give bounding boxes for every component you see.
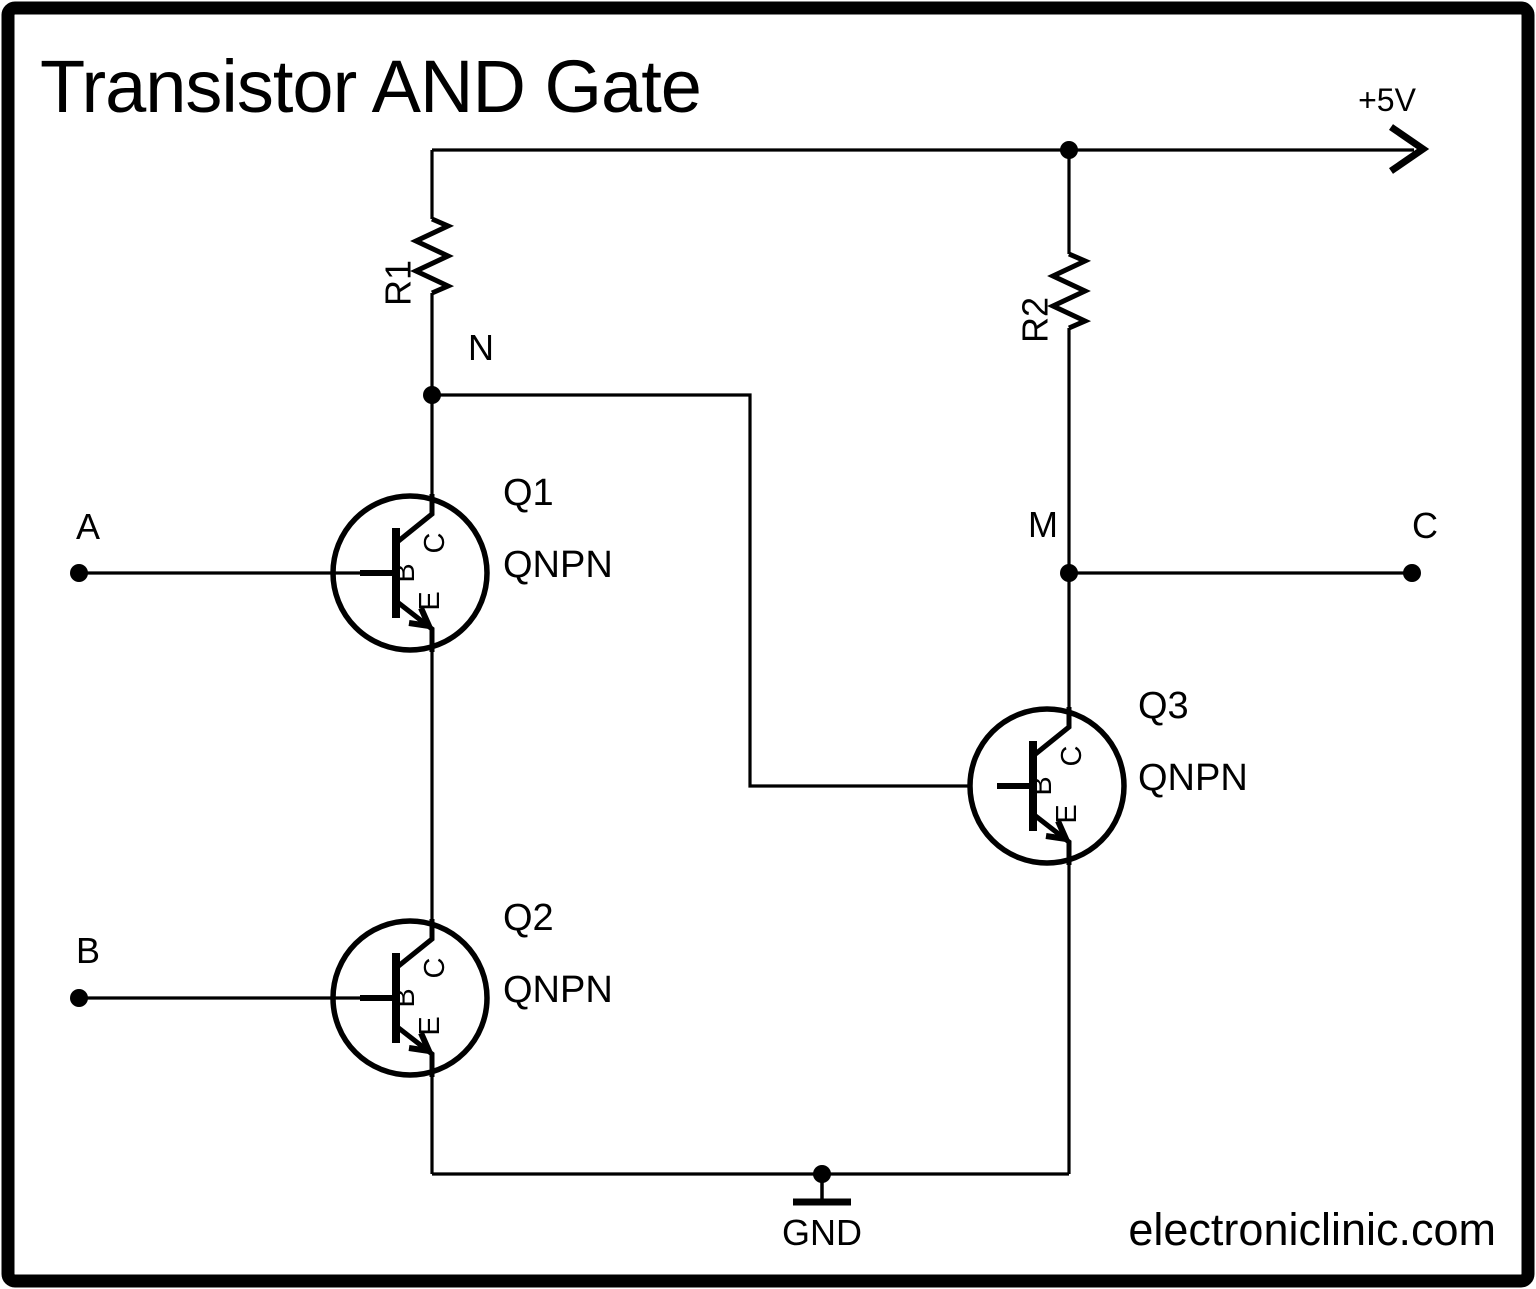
watermark-text: electroniclinic.com (1128, 1204, 1496, 1255)
q3-pin-c-label: C (1056, 746, 1088, 767)
q2-pin-c-label: C (419, 958, 451, 979)
resistor-r2-symbol (1047, 251, 1092, 331)
q2-pin-e-label: E (414, 1016, 446, 1035)
page-title: Transistor AND Gate (40, 45, 701, 128)
transistor-body-circle (967, 706, 1127, 866)
transistor-q2: C B E Q2 QNPN (330, 897, 613, 1078)
output-c-label: C (1412, 505, 1438, 546)
collector-lead (394, 919, 435, 970)
wire-n-to-q3-base (432, 393, 972, 788)
power-rail-label: +5V (1358, 82, 1416, 118)
transistor-body-circle (330, 918, 490, 1078)
transistor-body-circle (330, 493, 490, 653)
emitter-arrow-icon (408, 606, 434, 630)
q1-model-label: QNPN (503, 544, 613, 586)
transistor-q1: C B E Q1 QNPN (330, 472, 613, 653)
q2-name-label: Q2 (503, 897, 554, 939)
junction-dot-rail (1060, 141, 1078, 159)
node-n-label: N (468, 327, 494, 368)
q1-name-label: Q1 (503, 472, 554, 514)
q1-pin-c-label: C (419, 533, 451, 554)
q2-model-label: QNPN (503, 969, 613, 1011)
q3-pin-b-label: B (1026, 776, 1058, 795)
q3-name-label: Q3 (1138, 685, 1189, 727)
collector-lead (394, 494, 435, 545)
q3-model-label: QNPN (1138, 757, 1248, 799)
junction-dot-n (423, 386, 441, 404)
gnd-label: GND (782, 1212, 862, 1253)
collector-lead (1031, 707, 1072, 758)
resistor-r1-symbol (410, 216, 455, 296)
q3-pin-e-label: E (1051, 804, 1083, 823)
resistor-r2-label: R2 (1015, 297, 1056, 343)
emitter-arrow-icon (408, 1031, 434, 1055)
junction-dot-m (1060, 564, 1078, 582)
resistor-r1-label: R1 (378, 260, 419, 306)
q1-pin-b-label: B (389, 563, 421, 582)
input-b-label: B (76, 930, 100, 971)
transistor-q3: C B E Q3 QNPN (967, 685, 1248, 866)
emitter-arrow-icon (1045, 819, 1071, 843)
q2-pin-b-label: B (389, 988, 421, 1007)
input-a-label: A (76, 506, 100, 547)
q1-pin-e-label: E (414, 591, 446, 610)
node-m-label: M (1028, 504, 1058, 545)
power-arrow-icon (1389, 124, 1430, 174)
terminal-dot-c (1403, 564, 1421, 582)
